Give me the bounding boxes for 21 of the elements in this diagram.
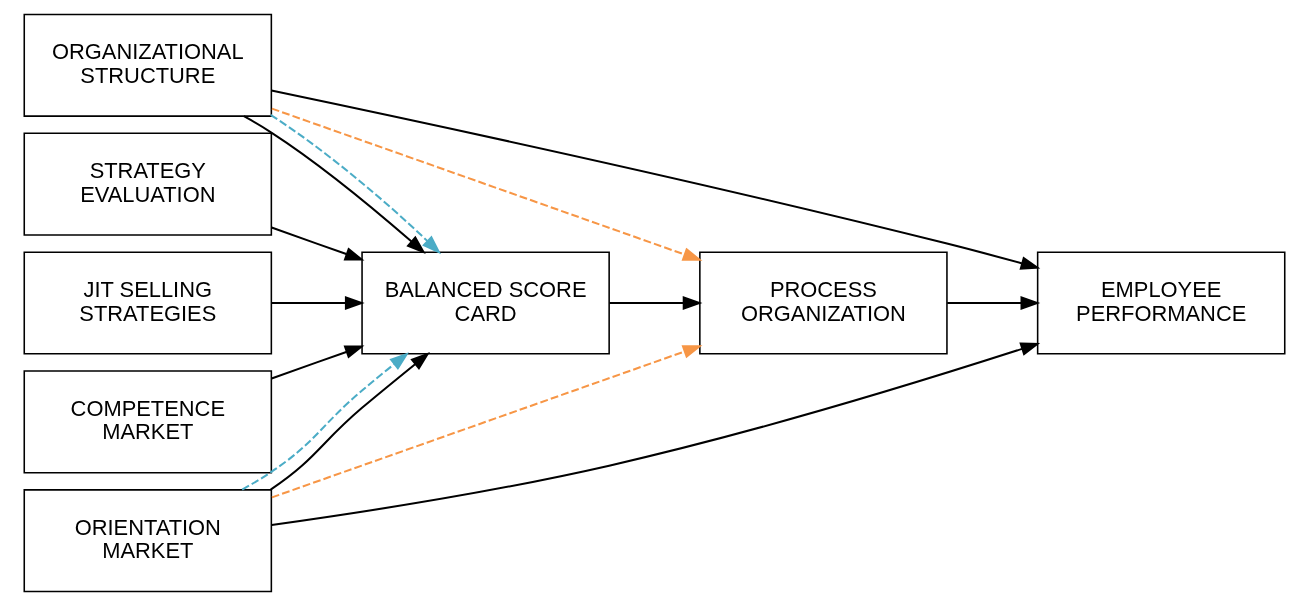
- arrow: [271, 345, 365, 380]
- node-box: PROCESS ORGANIZATION: [699, 251, 948, 355]
- arrow: [271, 89, 1041, 270]
- node-box: STRATEGY EVALUATION: [23, 132, 273, 236]
- node-box: ORIENTATION MARKET: [23, 489, 273, 593]
- node-box: COMPETENCE MARKET: [23, 370, 273, 474]
- arrow: [271, 296, 365, 310]
- arrow: [271, 226, 365, 261]
- node-box: BALANCED SCORE CARD: [361, 251, 610, 355]
- arrow: [271, 345, 703, 499]
- arrow: [270, 352, 430, 491]
- node-box: EMPLOYEE PERFORMANCE: [1036, 251, 1286, 355]
- arrow: [241, 352, 410, 491]
- arrow: [270, 114, 442, 255]
- arrow: [271, 342, 1041, 526]
- arrow: [947, 296, 1041, 310]
- arrow: [243, 115, 426, 254]
- arrow: [609, 296, 703, 310]
- arrow: [271, 107, 703, 261]
- node-box: ORGANIZATIONAL STRUCTURE: [23, 13, 273, 117]
- node-box: JIT SELLING STRATEGIES: [23, 251, 273, 355]
